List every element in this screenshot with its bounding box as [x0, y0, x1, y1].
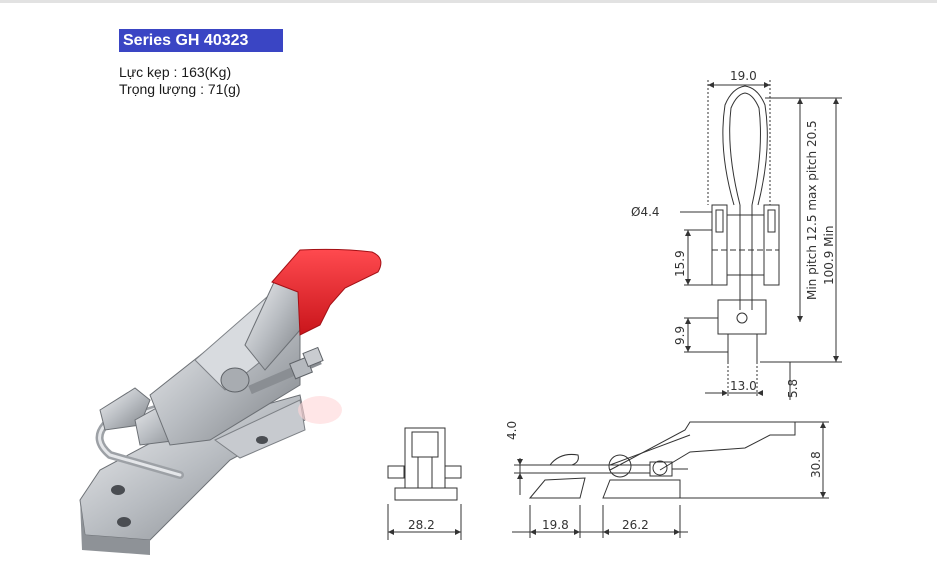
spec-label: Trọng lượng [119, 81, 197, 97]
end-view [387, 427, 462, 540]
dim-30-8: 30.8 [809, 451, 823, 478]
spec-label: Lực kẹp [119, 64, 170, 80]
dim-4: 4.0 [505, 421, 519, 440]
top-view [680, 80, 842, 400]
dim-13: 13.0 [730, 379, 757, 393]
spec-value: 71(g) [207, 81, 241, 97]
dim-pitch: Min pitch 12.5 max pitch 20.5 [805, 120, 819, 300]
spec-value: 163(Kg) [181, 64, 232, 80]
spec-clamping-force: Lực kẹp : 163(Kg) [119, 64, 232, 80]
dim-15-9: 15.9 [673, 250, 687, 277]
dim-19: 19.0 [730, 69, 757, 83]
dim-5-8: 5.8 [786, 379, 800, 398]
series-title: Series GH 40323 [119, 29, 283, 52]
dim-28-2: 28.2 [408, 518, 435, 532]
side-view [512, 421, 829, 538]
dim-9-9: 9.9 [673, 326, 687, 345]
spec-weight: Trọng lượng : 71(g) [119, 81, 241, 97]
dim-19-8: 19.8 [542, 518, 569, 532]
top-border [0, 0, 937, 3]
dim-min-length: 100.9 Min [822, 226, 836, 285]
dim-26-2: 26.2 [622, 518, 649, 532]
dim-hole: Ø4.4 [631, 205, 660, 219]
